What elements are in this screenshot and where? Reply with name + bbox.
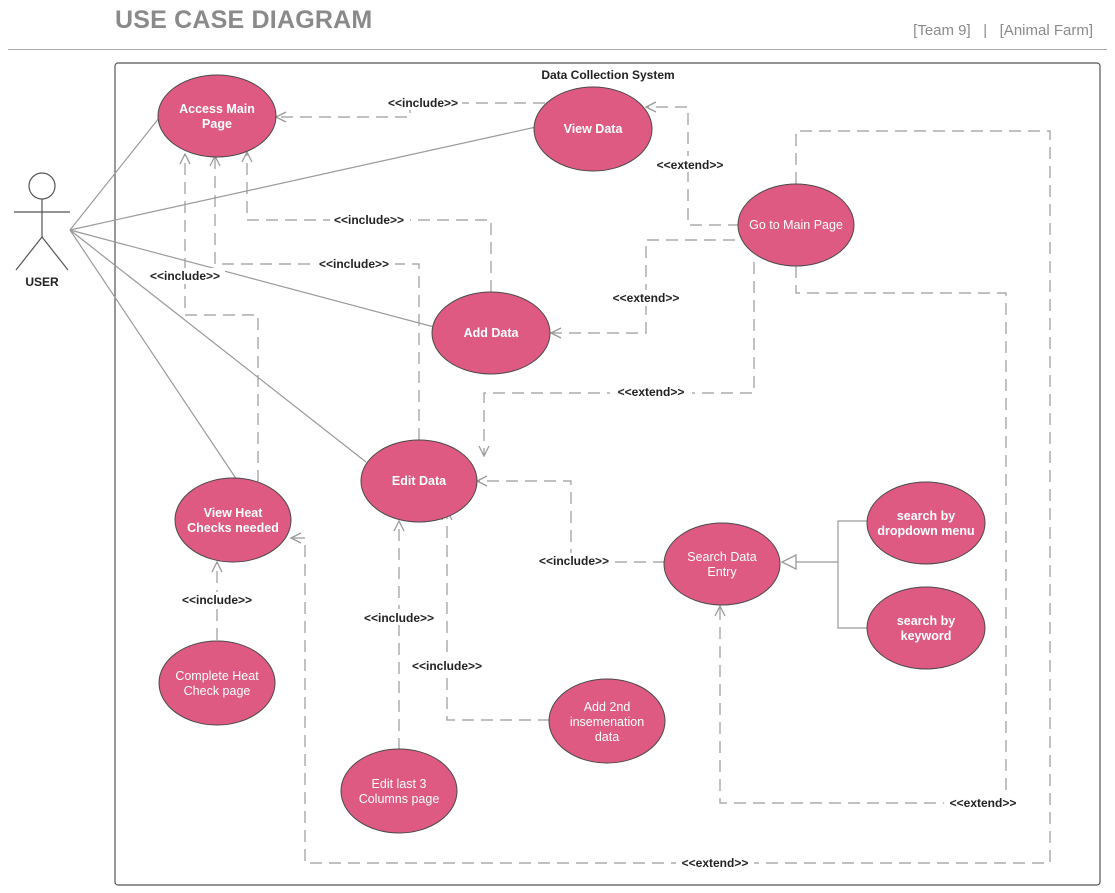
usecase-search-by-keyword[interactable] bbox=[866, 586, 986, 670]
project-label: [Animal Farm] bbox=[999, 22, 1093, 39]
user-actor bbox=[14, 172, 70, 271]
rel-search-include-edit bbox=[477, 481, 665, 563]
gen-keyword bbox=[837, 562, 868, 629]
generalization-lines bbox=[782, 520, 868, 629]
usecase-go-to-main-page[interactable] bbox=[737, 183, 855, 267]
label-go-extend-heat: <<extend>> bbox=[682, 856, 749, 870]
usecase-complete-heat-check-page[interactable] bbox=[158, 640, 276, 726]
page-title: USE CASE DIAGRAM bbox=[115, 6, 373, 34]
association-access-main bbox=[69, 112, 164, 231]
rel-go-extend-heat bbox=[291, 130, 1051, 864]
rel-go-extend-search bbox=[720, 266, 1007, 804]
actor-label: USER bbox=[25, 275, 59, 289]
label-complete-include: <<include>> bbox=[182, 593, 252, 607]
header-meta: [Team 9] | [Animal Farm] bbox=[913, 22, 1093, 39]
usecase-edit-data[interactable] bbox=[360, 439, 478, 523]
label-edit-include: <<include>> bbox=[319, 257, 389, 271]
association-edit-data bbox=[69, 229, 367, 463]
label-editlast-include: <<include>> bbox=[364, 611, 434, 625]
usecase-add-data[interactable] bbox=[431, 291, 551, 375]
associations bbox=[69, 112, 537, 481]
rel-go-extend-add bbox=[551, 239, 754, 333]
usecase-label: View Data bbox=[564, 122, 624, 136]
usecase-edit-last-3-columns-page[interactable] bbox=[340, 748, 458, 834]
usecase-search-by-dropdown-menu[interactable] bbox=[866, 481, 986, 565]
team-label: [Team 9] bbox=[913, 22, 971, 39]
usecase-search-data-entry[interactable] bbox=[663, 522, 781, 606]
rel-edit-include-access bbox=[215, 156, 420, 440]
usecase-add-2nd-insemenation-data[interactable] bbox=[548, 678, 666, 764]
gen-dropdown bbox=[837, 520, 868, 562]
use-cases bbox=[157, 74, 986, 834]
label-add2nd-include: <<include>> bbox=[412, 659, 482, 673]
label-go-extend-add: <<extend>> bbox=[613, 291, 680, 305]
relationship-labels: <<include>> <<extend>> <<include>> <<inc… bbox=[145, 94, 1022, 870]
label-go-extend-search: <<extend>> bbox=[950, 796, 1017, 810]
label-heat-include: <<include>> bbox=[150, 269, 220, 283]
usecase-view-heat-checks-needed[interactable] bbox=[174, 477, 292, 563]
rel-add2nd-include-edit bbox=[447, 510, 550, 721]
usecase-access-main-page[interactable] bbox=[157, 74, 277, 158]
rel-go-extend-view bbox=[646, 107, 740, 226]
usecase-label: Go to Main Page bbox=[749, 218, 843, 232]
usecase-view-data[interactable] bbox=[533, 86, 653, 172]
header-separator: | bbox=[983, 22, 988, 39]
header-divider bbox=[8, 49, 1107, 50]
label-search-include: <<include>> bbox=[539, 554, 609, 568]
association-view-data bbox=[69, 126, 537, 231]
label-view-include: <<include>> bbox=[388, 96, 458, 110]
label-go-extend-edit: <<extend>> bbox=[618, 385, 685, 399]
usecase-label: Edit Data bbox=[392, 474, 447, 488]
label-add-include: <<include>> bbox=[334, 213, 404, 227]
usecase-label: Add Data bbox=[464, 326, 520, 340]
rel-heat-include-access bbox=[185, 154, 259, 482]
association-view-heat bbox=[69, 229, 238, 481]
system-title: Data Collection System bbox=[541, 68, 674, 82]
association-add-data bbox=[69, 229, 435, 328]
system-boundary bbox=[114, 62, 1101, 886]
label-go-extend-view: <<extend>> bbox=[657, 158, 724, 172]
